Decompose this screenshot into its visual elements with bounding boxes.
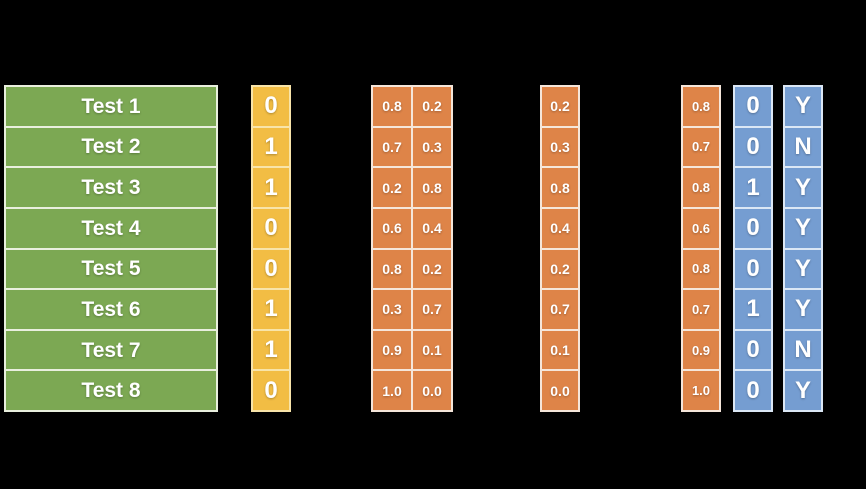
- prob-class0-cell: 0.8: [373, 87, 411, 126]
- selected-prob-cell: 0.2: [542, 249, 578, 289]
- predicted-label-cell: 0: [735, 371, 771, 410]
- test-name-cell: Test 2: [6, 127, 216, 167]
- class1-prob-column: 0.2 0.3 0.8 0.4 0.2 0.7 0.1 0.0: [540, 85, 580, 412]
- test-name-cell: Test 4: [6, 208, 216, 248]
- test-name-cell: Test 7: [6, 330, 216, 370]
- predicted-label-cell: 0: [735, 127, 771, 167]
- prob-class1-cell: 0.7: [413, 290, 451, 329]
- selected-prob-cell: 0.2: [542, 87, 578, 126]
- max-prob-cell: 1.0: [683, 371, 719, 410]
- test-name-cell: Test 1: [6, 87, 216, 126]
- prob-class0-cell: 0.7: [373, 127, 411, 167]
- tests-column: Test 1 Test 2 Test 3 Test 4 Test 5 Test …: [4, 85, 218, 412]
- prob-class0-cell: 0.6: [373, 208, 411, 248]
- predicted-label-cell: 1: [735, 168, 771, 207]
- prob-class0-cell: 0.3: [373, 290, 411, 329]
- correct-flag-cell: N: [785, 330, 821, 370]
- true-label-cell: 1: [253, 168, 289, 207]
- test-name-cell: Test 5: [6, 249, 216, 289]
- correct-flag-cell: Y: [785, 371, 821, 410]
- correctness-column: Y N Y Y Y Y N Y: [783, 85, 823, 412]
- true-label-cell: 1: [253, 127, 289, 167]
- predicted-label-cell: 0: [735, 249, 771, 289]
- true-label-cell: 0: [253, 249, 289, 289]
- true-label-cell: 1: [253, 330, 289, 370]
- true-label-cell: 1: [253, 290, 289, 329]
- test-name-cell: Test 6: [6, 290, 216, 329]
- prob-class1-cell: 0.3: [413, 127, 451, 167]
- predicted-label-cell: 1: [735, 290, 771, 329]
- selected-prob-cell: 0.4: [542, 208, 578, 248]
- prob-class1-cell: 0.4: [413, 208, 451, 248]
- prob-class0-cell: 1.0: [373, 371, 411, 410]
- correct-flag-cell: Y: [785, 290, 821, 329]
- correct-flag-cell: Y: [785, 168, 821, 207]
- selected-prob-cell: 0.7: [542, 290, 578, 329]
- prob-class1-cell: 0.0: [413, 371, 451, 410]
- max-prob-cell: 0.8: [683, 168, 719, 207]
- prob-class1-cell: 0.2: [413, 249, 451, 289]
- correct-flag-cell: Y: [785, 87, 821, 126]
- true-labels-column: 0 1 1 0 0 1 1 0: [251, 85, 291, 412]
- max-prob-cell: 0.9: [683, 330, 719, 370]
- probability-pairs-column: 0.8 0.2 0.7 0.3 0.2 0.8 0.6 0.4 0.8 0.2 …: [371, 85, 453, 412]
- correct-flag-cell: Y: [785, 208, 821, 248]
- selected-prob-cell: 0.3: [542, 127, 578, 167]
- predicted-label-cell: 0: [735, 87, 771, 126]
- max-prob-cell: 0.8: [683, 87, 719, 126]
- prob-class1-cell: 0.1: [413, 330, 451, 370]
- max-prob-cell: 0.8: [683, 249, 719, 289]
- test-name-cell: Test 8: [6, 371, 216, 410]
- prob-class0-cell: 0.9: [373, 330, 411, 370]
- prob-class1-cell: 0.8: [413, 168, 451, 207]
- max-prob-cell: 0.7: [683, 127, 719, 167]
- prob-class0-cell: 0.8: [373, 249, 411, 289]
- true-label-cell: 0: [253, 371, 289, 410]
- max-prob-cell: 0.6: [683, 208, 719, 248]
- max-prob-cell: 0.7: [683, 290, 719, 329]
- prob-class1-cell: 0.2: [413, 87, 451, 126]
- correct-flag-cell: Y: [785, 249, 821, 289]
- selected-prob-cell: 0.1: [542, 330, 578, 370]
- test-name-cell: Test 3: [6, 168, 216, 207]
- max-prob-column: 0.8 0.7 0.8 0.6 0.8 0.7 0.9 1.0: [681, 85, 721, 412]
- correct-flag-cell: N: [785, 127, 821, 167]
- predicted-label-cell: 0: [735, 208, 771, 248]
- true-label-cell: 0: [253, 87, 289, 126]
- selected-prob-cell: 0.8: [542, 168, 578, 207]
- selected-prob-cell: 0.0: [542, 371, 578, 410]
- prob-class0-cell: 0.2: [373, 168, 411, 207]
- predictions-column: 0 0 1 0 0 1 0 0: [733, 85, 773, 412]
- predicted-label-cell: 0: [735, 330, 771, 370]
- true-label-cell: 0: [253, 208, 289, 248]
